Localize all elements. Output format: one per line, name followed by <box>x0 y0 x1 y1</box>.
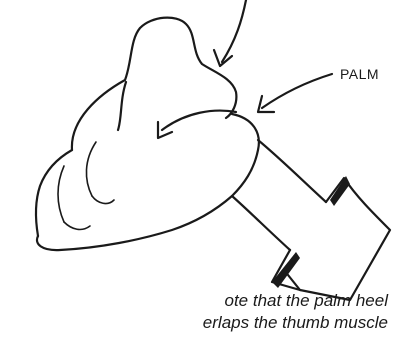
thumb-muscle-curve <box>162 111 236 130</box>
wrist-lower <box>232 196 290 250</box>
finger-line-4 <box>64 222 90 229</box>
wrist-upper <box>258 140 326 202</box>
fingers-outline <box>36 150 72 236</box>
thumb-outline <box>72 18 236 150</box>
palm-label: PALM <box>340 66 379 82</box>
caption-line-2: erlaps the thumb muscle <box>68 312 388 334</box>
finger-line-1 <box>86 142 96 196</box>
finger-line-3 <box>92 196 114 203</box>
hand-top-outline <box>118 82 126 130</box>
palm-arrow-shaft <box>262 74 332 108</box>
top-arrow-head <box>214 50 232 66</box>
top-arrow-shaft <box>222 0 246 62</box>
palm-heel-outline <box>37 114 259 250</box>
caption-note: ote that the palm heel erlaps the thumb … <box>68 290 388 334</box>
caption-line-1: ote that the palm heel <box>68 290 388 312</box>
finger-line-2 <box>58 166 64 222</box>
